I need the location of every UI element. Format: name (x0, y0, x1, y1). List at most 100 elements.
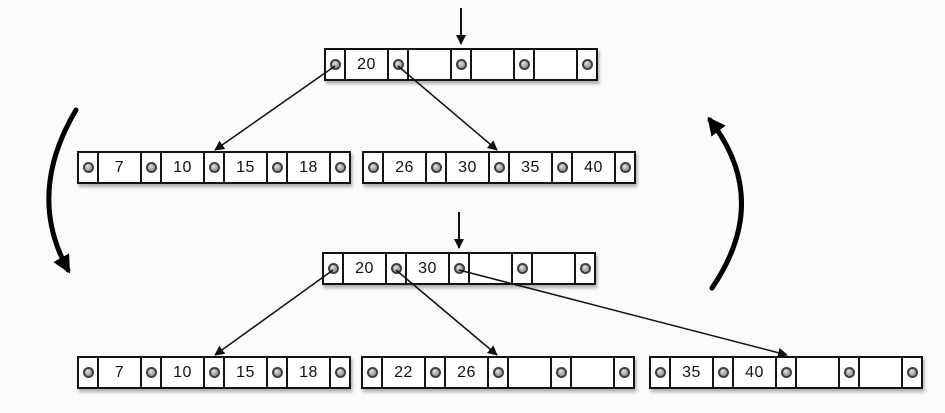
pointer-cell (331, 358, 349, 387)
pointer-cell (616, 153, 634, 182)
pointer-cell (490, 153, 510, 182)
key-cell: 7 (99, 358, 142, 387)
pointer-slot-icon (367, 162, 379, 173)
pointer-cell (363, 358, 383, 387)
key-cell (797, 358, 840, 387)
key-cell: 18 (288, 358, 331, 387)
key-cell (535, 50, 578, 79)
pointer-slot-icon (366, 367, 378, 378)
pointer-cell (452, 50, 472, 79)
pointer-slot-icon (581, 59, 593, 70)
pointer-slot-icon (271, 162, 283, 173)
pointer-slot-icon (334, 367, 346, 378)
pointer-cell (205, 358, 225, 387)
pointer-cell (79, 153, 99, 182)
key-cell: 35 (510, 153, 553, 182)
pointer-slot-icon (327, 263, 339, 274)
pointer-cell (389, 50, 409, 79)
pointer-cell (142, 153, 162, 182)
pointer-cell (578, 50, 596, 79)
pointer-cell (426, 358, 446, 387)
pointer-slot-icon (82, 367, 94, 378)
pointer-cell (576, 254, 594, 283)
pointer-slot-icon (843, 367, 855, 378)
pointer-slot-icon (717, 367, 729, 378)
pointer-arrow-after-left (214, 269, 334, 356)
pointer-cell (387, 254, 407, 283)
pointer-slot-icon (516, 263, 528, 274)
pointer-slot-icon (271, 367, 283, 378)
transition-arrow-up (707, 116, 744, 291)
pointer-slot-icon (453, 263, 465, 274)
btree-child-after-right: 35 40 (649, 356, 923, 389)
pointer-slot-icon (82, 162, 94, 173)
key-cell (572, 358, 615, 387)
pointer-cell (651, 358, 671, 387)
pointer-slot-icon (556, 162, 568, 173)
pointer-cell (552, 358, 572, 387)
key-cell (409, 50, 452, 79)
pointer-slot-icon (208, 367, 220, 378)
pointer-cell (714, 358, 734, 387)
pointer-cell (324, 254, 344, 283)
key-cell: 35 (671, 358, 714, 387)
pointer-cell (489, 358, 509, 387)
pointer-cell (142, 358, 162, 387)
pointer-slot-icon (429, 367, 441, 378)
key-cell: 30 (447, 153, 490, 182)
key-cell: 10 (162, 153, 205, 182)
btree-child-before-right: 26 30 35 40 (362, 151, 636, 184)
pointer-cell (903, 358, 921, 387)
transition-arrow-down (46, 107, 79, 274)
pointer-cell (450, 254, 470, 283)
key-cell: 30 (407, 254, 450, 283)
pointer-slot-icon (492, 367, 504, 378)
pointer-cell (777, 358, 797, 387)
pointer-cell (515, 50, 535, 79)
key-cell (860, 358, 903, 387)
key-cell: 18 (288, 153, 331, 182)
pointer-slot-icon (654, 367, 666, 378)
pointer-slot-icon (329, 59, 341, 70)
key-cell: 26 (446, 358, 489, 387)
pointer-cell (205, 153, 225, 182)
pointer-cell (364, 153, 384, 182)
key-cell: 26 (384, 153, 427, 182)
pointer-slot-icon (145, 162, 157, 173)
btree-root-before: 20 (324, 48, 598, 81)
pointer-slot-icon (780, 367, 792, 378)
key-cell (533, 254, 576, 283)
key-cell: 20 (344, 254, 387, 283)
pointer-slot-icon (518, 59, 530, 70)
key-cell: 7 (99, 153, 142, 182)
pointer-cell (268, 153, 288, 182)
pointer-cell (331, 153, 349, 182)
pointer-cell (326, 50, 346, 79)
pointer-cell (553, 153, 573, 182)
pointer-slot-icon (493, 162, 505, 173)
pointer-slot-icon (392, 59, 404, 70)
pointer-cell (513, 254, 533, 283)
pointer-slot-icon (390, 263, 402, 274)
pointer-slot-icon (555, 367, 567, 378)
pointer-slot-icon (145, 367, 157, 378)
pointer-slot-icon (208, 162, 220, 173)
pointer-cell (840, 358, 860, 387)
key-cell: 40 (734, 358, 777, 387)
key-cell: 10 (162, 358, 205, 387)
pointer-arrow-before-left (214, 65, 336, 151)
pointer-slot-icon (455, 59, 467, 70)
key-cell (470, 254, 513, 283)
pointer-cell (615, 358, 633, 387)
key-cell: 40 (573, 153, 616, 182)
pointer-slot-icon (618, 367, 630, 378)
pointer-cell (427, 153, 447, 182)
pointer-cell (268, 358, 288, 387)
pointer-slot-icon (619, 162, 631, 173)
pointer-slot-icon (430, 162, 442, 173)
